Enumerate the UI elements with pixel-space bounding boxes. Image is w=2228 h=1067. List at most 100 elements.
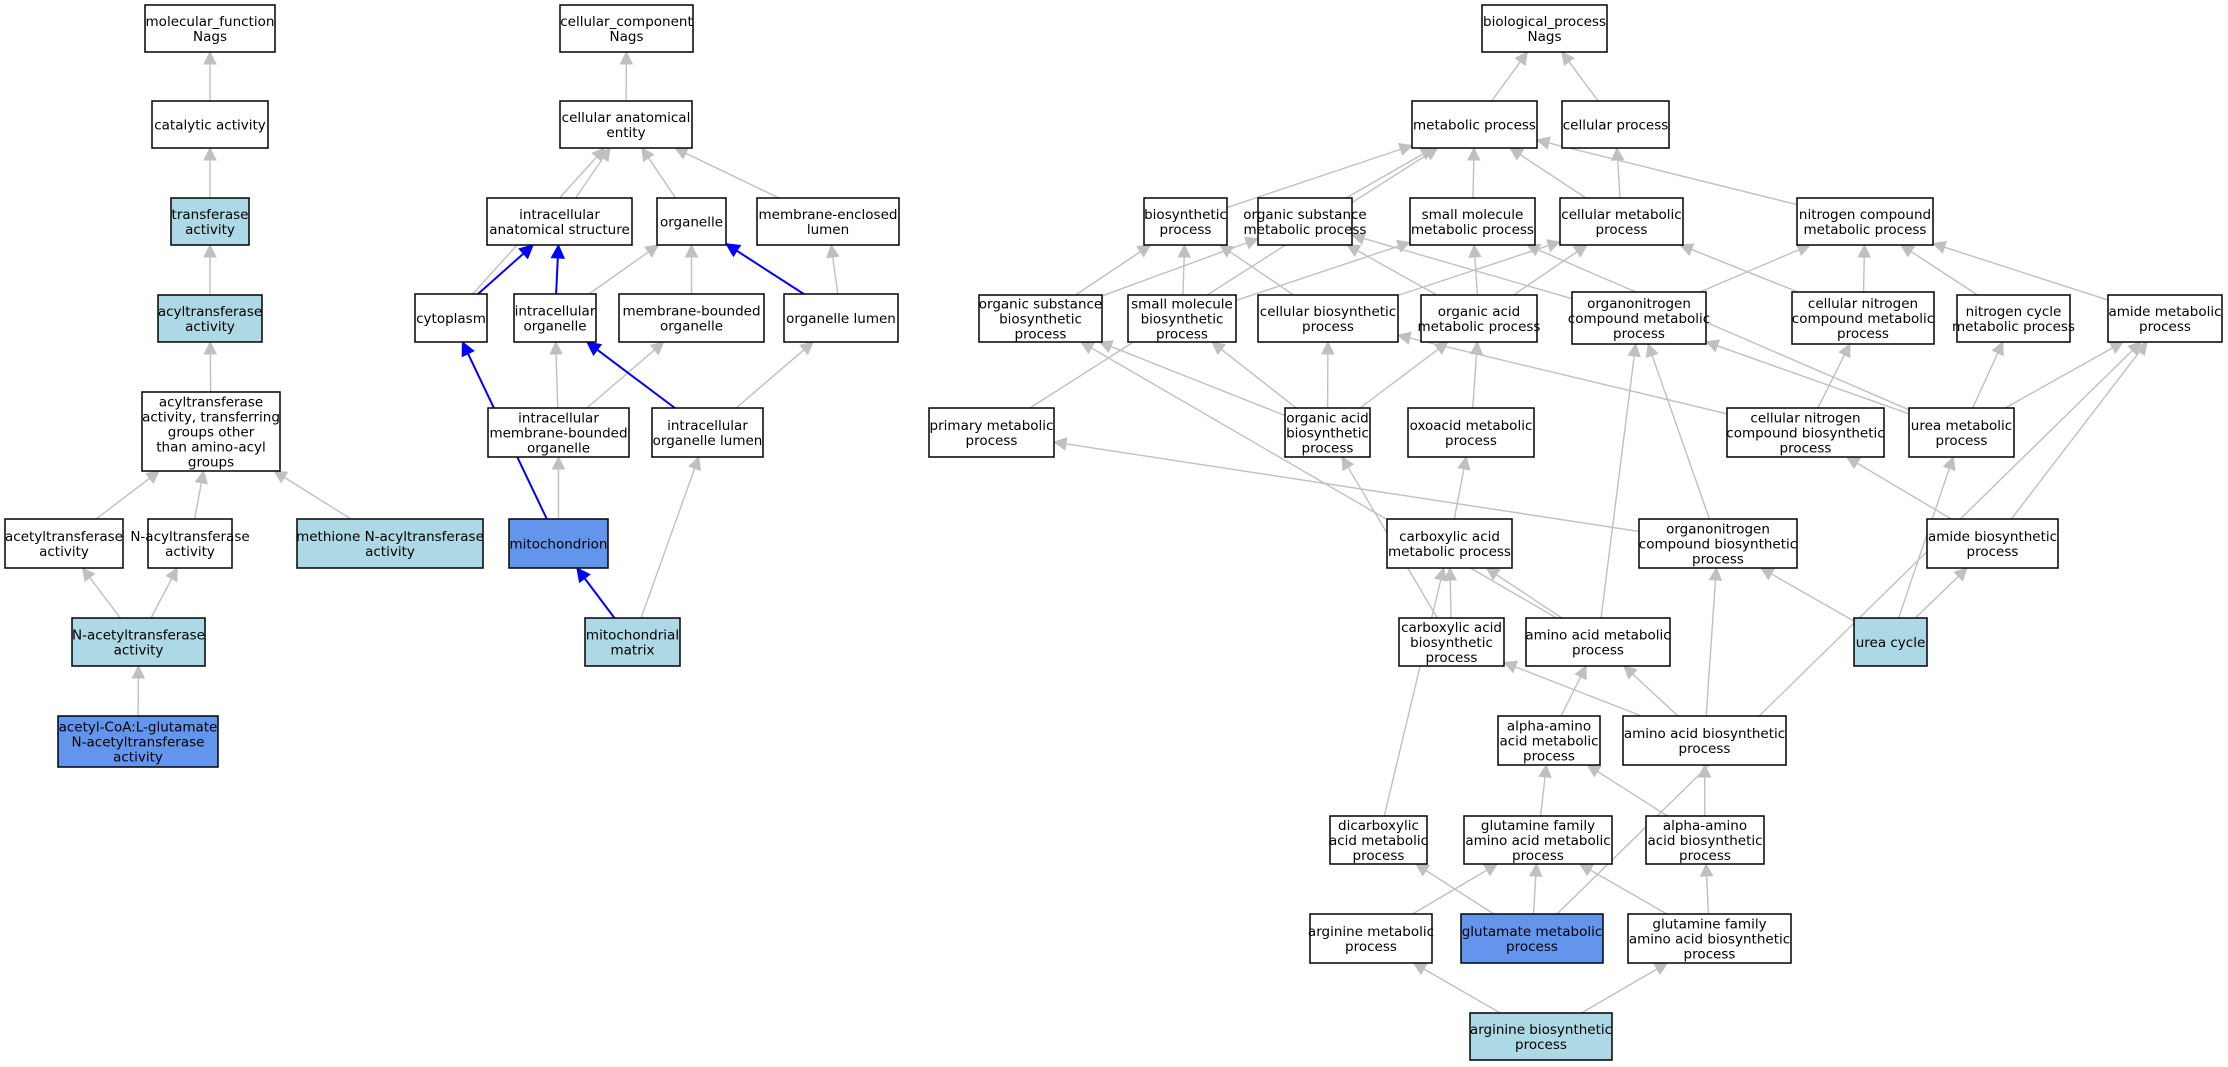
term-box[interactable] <box>157 294 263 343</box>
term-node-organelle[interactable]: organelle <box>656 197 727 246</box>
term-box[interactable] <box>1329 815 1428 865</box>
term-box[interactable] <box>1411 100 1538 149</box>
term-box[interactable] <box>508 518 609 569</box>
term-box[interactable] <box>486 197 633 246</box>
term-box[interactable] <box>1469 1012 1613 1061</box>
term-box[interactable] <box>1127 294 1237 343</box>
term-node-ol[interactable]: organelle lumen <box>783 293 899 343</box>
term-box[interactable] <box>656 197 727 246</box>
term-box[interactable] <box>1257 197 1353 246</box>
term-box[interactable] <box>783 293 899 343</box>
term-node-mp[interactable]: metabolic process <box>1411 100 1538 149</box>
term-box[interactable] <box>1627 913 1792 964</box>
term-box[interactable] <box>1622 715 1787 766</box>
term-box[interactable] <box>1525 617 1671 667</box>
term-box[interactable] <box>1726 407 1885 458</box>
term-node-cp[interactable]: cellular process <box>1561 100 1670 149</box>
term-box[interactable] <box>151 100 269 149</box>
term-box[interactable] <box>1143 197 1228 246</box>
term-box[interactable] <box>487 407 630 458</box>
term-box[interactable] <box>559 100 693 149</box>
term-box[interactable] <box>4 518 124 569</box>
term-box[interactable] <box>2107 294 2223 343</box>
term-box[interactable] <box>1791 291 1935 345</box>
term-box[interactable] <box>618 293 765 343</box>
term-box[interactable] <box>1420 294 1538 343</box>
term-box[interactable] <box>1386 518 1513 569</box>
term-box[interactable] <box>1796 197 1934 246</box>
term-box[interactable] <box>1926 518 2059 569</box>
term-box[interactable] <box>978 294 1103 343</box>
term-box[interactable] <box>1407 407 1535 458</box>
term-box[interactable] <box>414 293 488 343</box>
term-box[interactable] <box>513 293 597 343</box>
term-node-mito[interactable]: mitochondrion <box>508 518 609 569</box>
term-box[interactable] <box>1481 4 1608 53</box>
term-box[interactable] <box>71 617 206 667</box>
term-box[interactable] <box>584 617 681 667</box>
term-box[interactable] <box>1309 913 1433 964</box>
term-box[interactable] <box>1638 518 1798 569</box>
term-box[interactable] <box>57 715 219 768</box>
term-box[interactable] <box>559 4 694 53</box>
term-box[interactable] <box>144 4 276 53</box>
term-box[interactable] <box>1398 617 1505 667</box>
term-box[interactable] <box>1497 715 1601 766</box>
term-box[interactable] <box>1257 294 1399 343</box>
term-box[interactable] <box>1460 913 1604 964</box>
term-box[interactable] <box>296 518 484 569</box>
term-node-uc[interactable]: urea cycle <box>1853 617 1928 667</box>
term-box[interactable] <box>170 197 250 246</box>
term-box[interactable] <box>1463 815 1613 865</box>
term-box[interactable] <box>1559 197 1684 246</box>
term-box[interactable] <box>1571 291 1707 345</box>
term-box[interactable] <box>1645 815 1765 865</box>
term-box[interactable] <box>141 391 281 472</box>
term-box[interactable] <box>651 407 764 458</box>
